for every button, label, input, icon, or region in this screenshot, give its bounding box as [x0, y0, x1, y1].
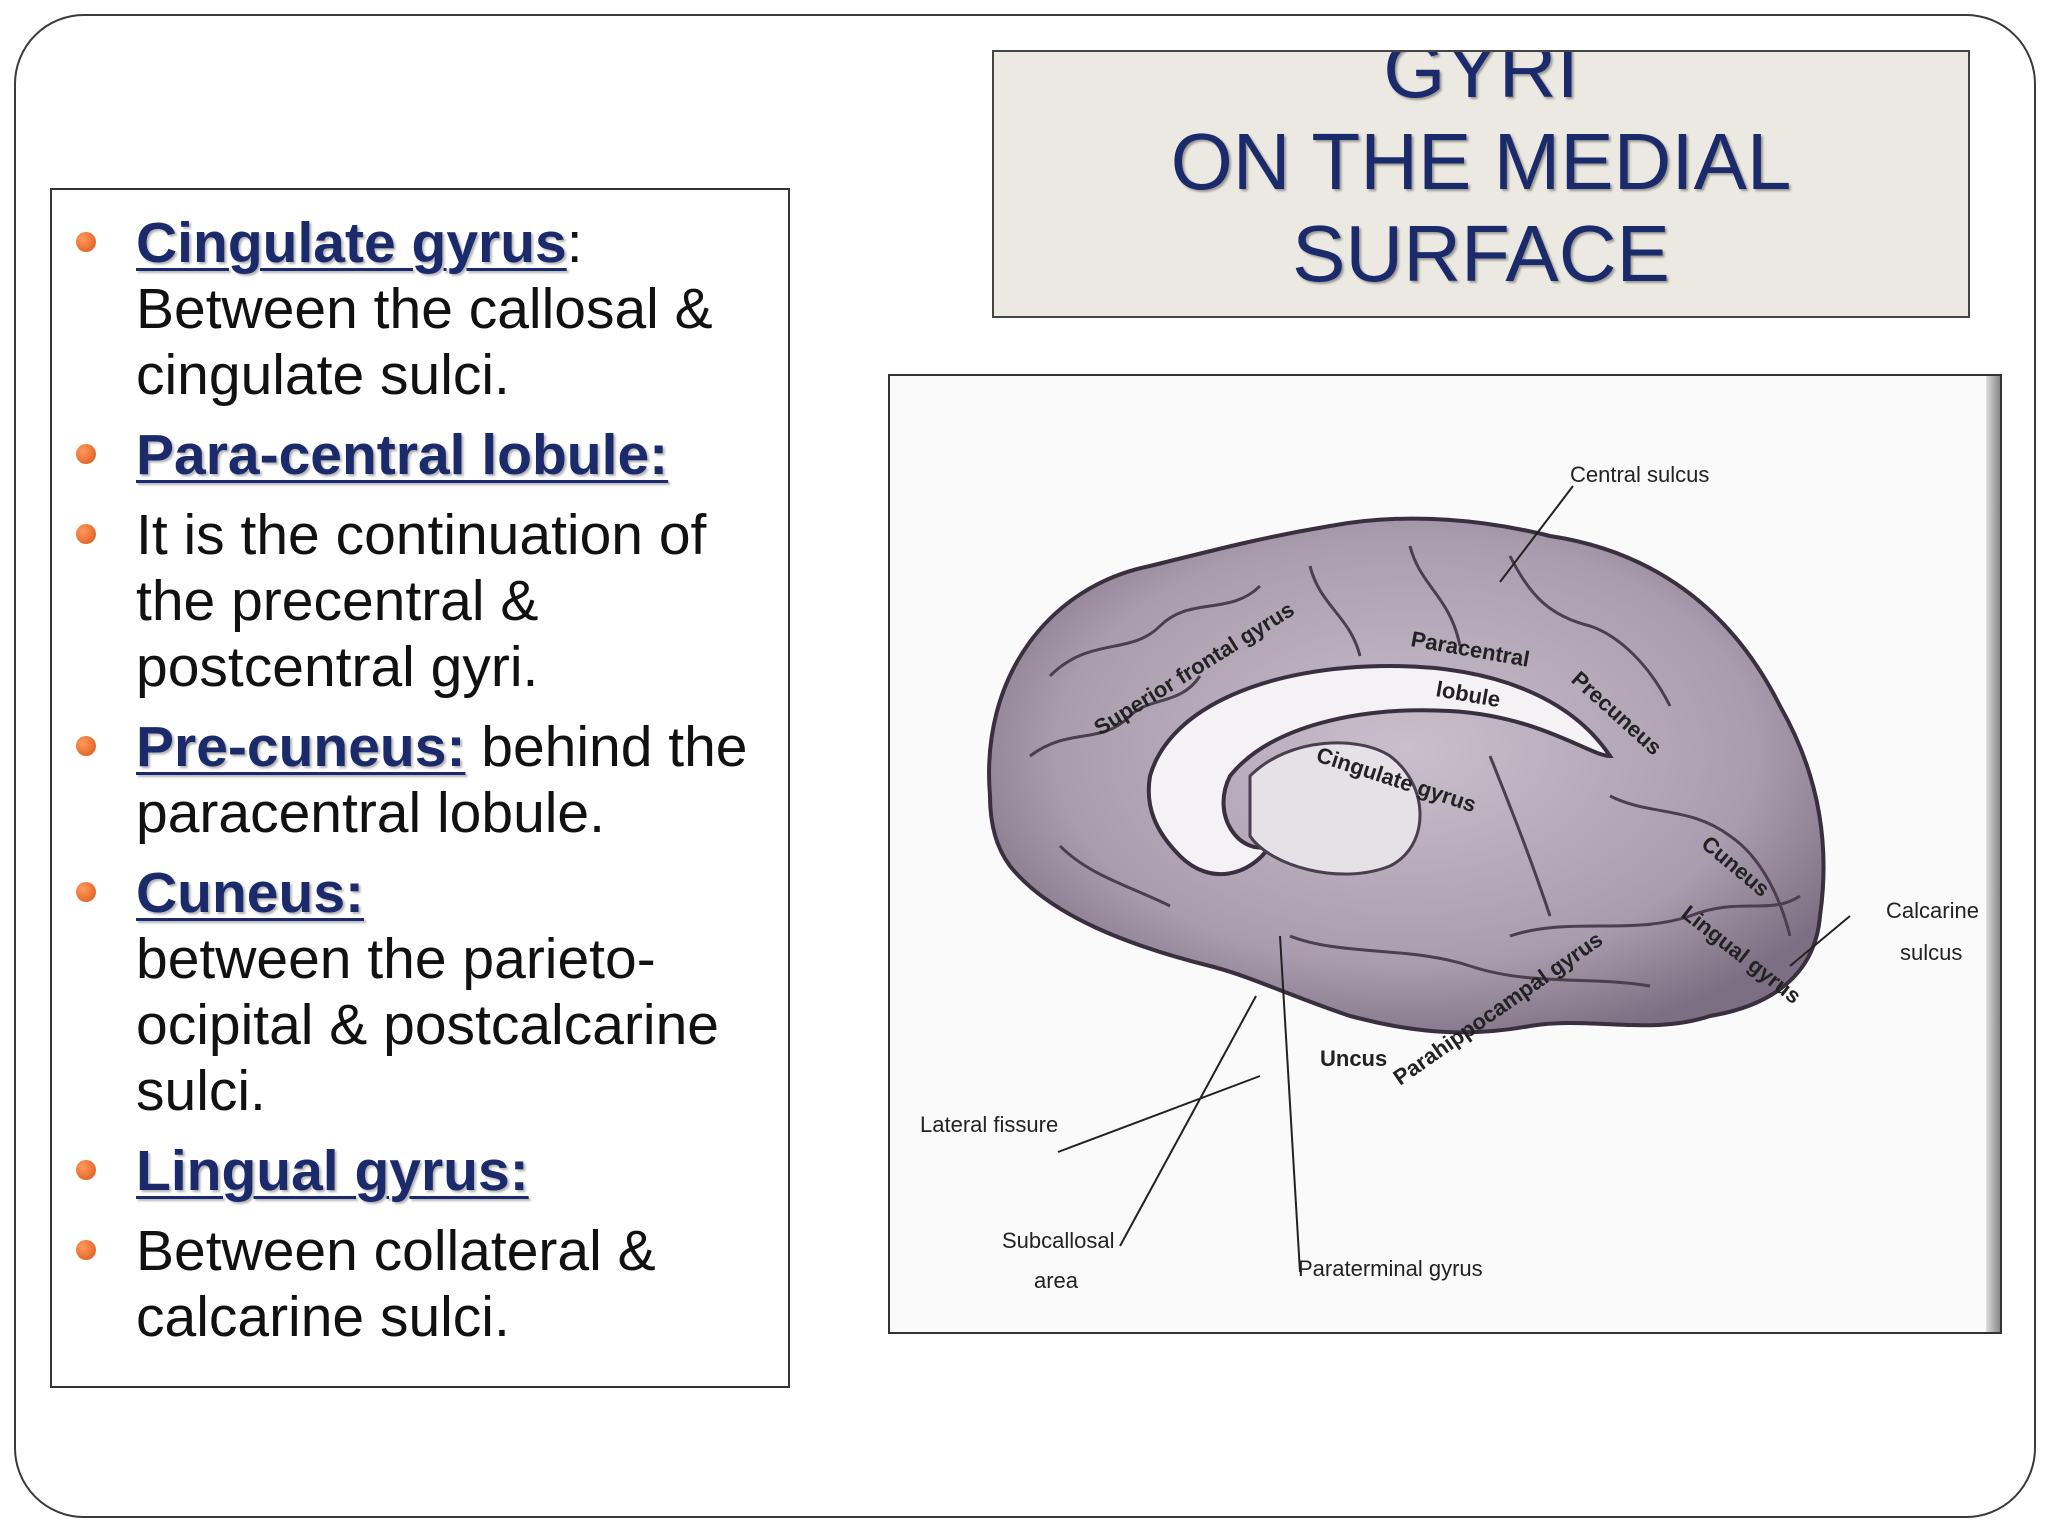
bullet-list: Cingulate gyrus: Between the callosal & …: [52, 210, 788, 1350]
term-lingual: Lingual gyrus:: [136, 1139, 529, 1203]
bullet-dot-icon: [76, 736, 96, 756]
label-uncus: Uncus: [1320, 1046, 1387, 1071]
label-subcallosal-1: Subcallosal: [1002, 1228, 1115, 1253]
term-cingulate: Cingulate gyrus: [136, 211, 567, 275]
bullet-dot-icon: [76, 1160, 96, 1180]
label-calcarine-1: Calcarine: [1886, 898, 1979, 923]
bullet-lingual: Lingual gyrus:: [52, 1138, 788, 1204]
label-paraterminal: Paraterminal gyrus: [1298, 1256, 1483, 1281]
bullet-dot-icon: [76, 1240, 96, 1260]
term-colon: :: [566, 211, 583, 275]
text-lingual: Between collateral & calcarine sulci.: [136, 1219, 656, 1349]
label-central-sulcus: Central sulcus: [1570, 462, 1709, 487]
bullet-dot-icon: [76, 444, 96, 464]
label-calcarine-2: sulcus: [1900, 940, 1962, 965]
title-box: GYRI ON THE MEDIAL SURFACE: [992, 50, 1970, 318]
bullet-dot-icon: [76, 232, 96, 252]
bullet-paracentral: Para-central lobule:: [52, 422, 788, 488]
brain-figure: Central sulcus Calcarine sulcus Lateral …: [888, 374, 2002, 1334]
title-line-3: SURFACE: [1292, 209, 1670, 298]
text-cuneus: between the parieto-ocipital & postcalca…: [136, 927, 719, 1123]
title-line-2: ON THE MEDIAL: [1170, 117, 1792, 206]
bullet-lingual-desc: Between collateral & calcarine sulci.: [52, 1218, 788, 1350]
label-lateral-fissure: Lateral fissure: [920, 1112, 1058, 1137]
brain-illustration: Central sulcus Calcarine sulcus Lateral …: [920, 462, 1979, 1293]
term-cuneus: Cuneus:: [136, 861, 364, 925]
bullet-dot-icon: [76, 524, 96, 544]
label-subcallosal-2: area: [1034, 1268, 1079, 1293]
title-line-1: GYRI: [1383, 50, 1579, 114]
text-paracentral: It is the continuation of the precentral…: [136, 503, 707, 699]
bullet-cuneus: Cuneus: between the parieto-ocipital & p…: [52, 860, 788, 1124]
text-cingulate: Between the callosal & cingulate sulci.: [136, 277, 713, 407]
thalamus-region: [1248, 741, 1422, 876]
bullet-dot-icon: [76, 882, 96, 902]
gyri-folds: [1029, 545, 1801, 988]
leader-lines: [1057, 485, 1851, 1273]
bullet-precuneus: Pre-cuneus: behind the paracentral lobul…: [52, 714, 788, 846]
term-paracentral: Para-central lobule:: [136, 423, 669, 487]
bullet-text-box: Cingulate gyrus: Between the callosal & …: [50, 188, 790, 1388]
term-precuneus: Pre-cuneus:: [136, 715, 466, 779]
scan-edge-shadow: [1986, 376, 2000, 1332]
text-precuneus: behind the paracentral lobule.: [136, 715, 748, 845]
bullet-cingulate: Cingulate gyrus: Between the callosal & …: [52, 210, 788, 408]
callosal-opening: [1146, 663, 1614, 876]
bullet-paracentral-desc: It is the continuation of the precentral…: [52, 502, 788, 700]
